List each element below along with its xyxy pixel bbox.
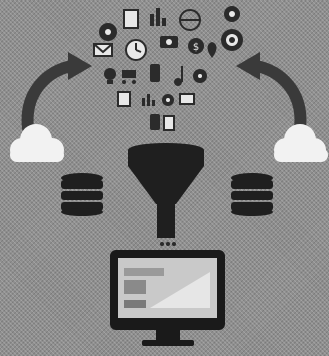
document-icon [124, 10, 138, 28]
gear-icon [162, 94, 174, 106]
gear-icon [193, 69, 207, 83]
cart-icon [122, 70, 136, 84]
left-cloud-icon [10, 124, 64, 162]
funnel-icon [128, 143, 204, 238]
camera-icon [160, 36, 178, 48]
target-icon [221, 29, 243, 51]
gear-icon [99, 23, 117, 41]
globe-icon [180, 10, 200, 30]
right-curved-arrow [236, 52, 300, 128]
envelope-icon [94, 44, 112, 56]
dollar-icon: $ [188, 38, 204, 54]
svg-text:$: $ [193, 42, 199, 53]
envelope-icon [180, 94, 194, 104]
left-database-icon [61, 173, 103, 216]
lightbulb-icon [104, 68, 116, 84]
location-pin-icon [208, 42, 217, 58]
document-icon [164, 116, 174, 130]
right-cloud-icon [274, 124, 328, 162]
left-curved-arrow [28, 52, 92, 128]
music-note-icon [174, 66, 183, 86]
clock-icon [126, 40, 146, 60]
right-database-icon [231, 173, 273, 216]
chart-icon [142, 94, 155, 106]
mobile-icon [150, 64, 160, 82]
app-icons-cluster: $ [94, 6, 243, 130]
data-droplets [160, 242, 176, 246]
chart-icon [150, 8, 166, 26]
gear-icon [224, 6, 240, 22]
document-icon [118, 92, 130, 106]
mobile-icon [150, 114, 160, 130]
monitor-icon [110, 250, 225, 346]
